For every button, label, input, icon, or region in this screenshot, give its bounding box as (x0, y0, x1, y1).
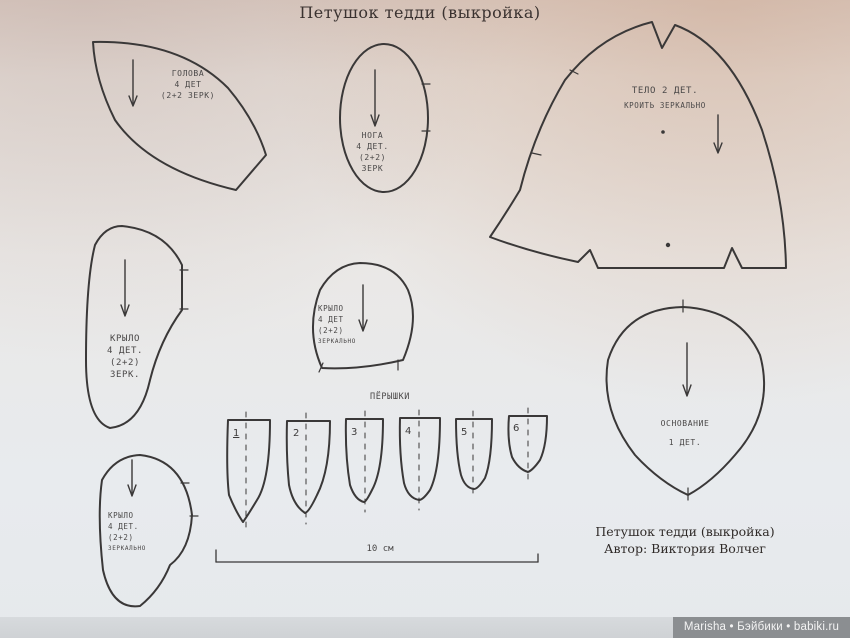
caption-author: Автор: Виктория Волчег (604, 541, 766, 556)
wing-bottom-label-line: 4 дет. (108, 522, 139, 531)
wing-large-label-line: (2+2) (109, 358, 141, 368)
feather-number: 3 (351, 427, 358, 438)
head-label-line: голова (171, 69, 205, 78)
wing-small-label-line: 4 дет (318, 315, 344, 324)
wing-small-label: крыло 4 дет (2+2) зеркально (318, 303, 378, 347)
body-piece (489, 21, 787, 269)
scale-label: 10 см (366, 544, 394, 554)
body-label-line: кроить зеркально (624, 101, 706, 110)
leg-label-line: зерк (361, 164, 384, 173)
caption-title: Петушок тедди (выкройка) (595, 524, 775, 539)
wing-large-label-line: 4 дет. (106, 346, 144, 356)
base-label: основание 1 дет. (630, 418, 740, 448)
wing-small-label-line: зеркально (318, 338, 356, 345)
leg-label-line: 4 дет. (356, 142, 389, 151)
feather-1 (226, 411, 271, 533)
wing-bottom-piece (98, 454, 199, 608)
caption: Петушок тедди (выкройка) Автор: Виктория… (560, 523, 810, 557)
body-label: тело 2 дет. кроить зеркально (605, 86, 725, 111)
wing-bottom-label: крыло 4 дет. (2+2) зеркально (108, 510, 168, 554)
head-label: голова 4 дет (2+2 зерк) (143, 68, 233, 101)
wing-large-label-line: зерк. (109, 370, 141, 380)
page-title: Петушок тедди (выкройка) (299, 3, 541, 22)
wing-large-label-line: крыло (109, 334, 141, 344)
wing-bottom-label-line: крыло (108, 511, 134, 520)
feather-5 (455, 410, 493, 499)
photo-bottom-edge (0, 617, 850, 638)
feathers-heading: пёрышки (369, 392, 411, 402)
wing-large-label: крыло 4 дет. (2+2) зерк. (95, 333, 155, 381)
wing-bottom-label-line: (2+2) (108, 533, 134, 542)
feather-number: 5 (461, 427, 468, 438)
feather-4 (398, 409, 441, 511)
base-label-line: 1 дет. (668, 438, 702, 447)
base-piece (605, 299, 766, 501)
leg-label: нога 4 дет. (2+2) зерк (345, 130, 400, 174)
wing-small-label-line: крыло (318, 304, 344, 313)
feather-number: 2 (293, 428, 300, 439)
feather-3 (344, 410, 384, 513)
leg-label-line: (2+2) (358, 153, 387, 162)
head-label-line: (2+2 зерк) (160, 91, 216, 100)
scale-bar (215, 549, 539, 563)
watermark: Marisha • Бэйбики • babiki.ru (673, 617, 850, 638)
leg-piece (339, 43, 431, 193)
head-label-line: 4 дет (174, 80, 202, 89)
wing-small-piece (312, 262, 414, 373)
wing-small-label-line: (2+2) (318, 326, 344, 335)
feathers-group (226, 407, 548, 533)
leg-label-line: нога (361, 131, 384, 140)
head-piece (92, 40, 267, 191)
feather-2 (285, 412, 331, 525)
feather-6 (507, 407, 548, 480)
feather-number: 1 (233, 428, 240, 439)
feather-number: 6 (513, 423, 520, 434)
base-label-line: основание (660, 419, 710, 428)
feather-number: 4 (405, 426, 412, 437)
wing-bottom-label-line: зеркально (108, 545, 146, 552)
wing-large-piece (85, 225, 189, 429)
body-label-line: тело 2 дет. (631, 86, 699, 96)
